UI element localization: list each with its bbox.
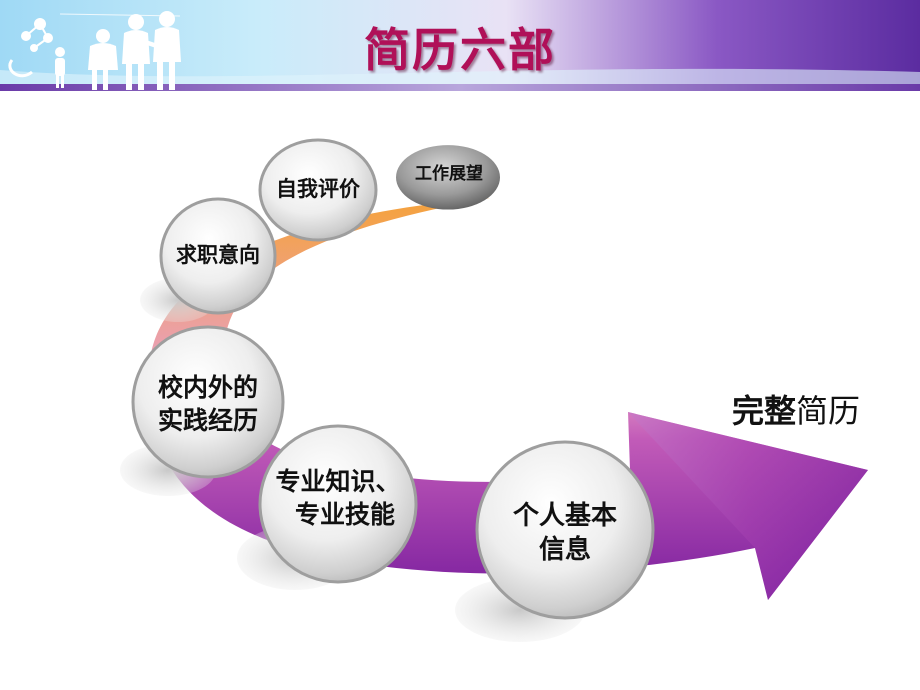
step-skills-line1: 专业知识、 <box>275 467 401 496</box>
step-basic-info-line2: 信息 <box>538 534 591 565</box>
header-banner <box>0 0 920 92</box>
step-self-evaluation: 自我评价 <box>276 177 360 201</box>
step-job-intention: 求职意向 <box>176 243 260 267</box>
complete-resume-normal: 简历 <box>796 392 861 430</box>
step-practice: 校内外的 实践经历 <box>133 372 283 437</box>
people-silhouette-icon <box>55 11 181 90</box>
step-practice-line1: 校内外的 <box>157 373 258 402</box>
step-basic-info-line1: 个人基本 <box>512 501 617 531</box>
bubble-work-outlook <box>396 145 500 210</box>
complete-resume-bold: 完整 <box>732 392 797 430</box>
bubble-job-intention <box>159 197 277 315</box>
complete-resume-label: 完整简历 <box>732 386 860 432</box>
step-practice-line2: 实践经历 <box>157 405 258 435</box>
bubble-skills <box>258 424 418 584</box>
step-skills: 专业知识、 专业技能 <box>258 466 418 531</box>
slide-title: 简历六部 <box>364 23 556 77</box>
bubble-practice <box>131 325 285 479</box>
step-skills-line2: 专业技能 <box>294 499 395 529</box>
step-work-outlook: 工作展望 <box>415 164 483 184</box>
bubble-basic-info <box>475 440 655 620</box>
bubble-self-evaluation <box>258 138 378 242</box>
step-basic-info: 个人基本 信息 <box>490 500 640 568</box>
molecule-icon <box>8 18 53 78</box>
